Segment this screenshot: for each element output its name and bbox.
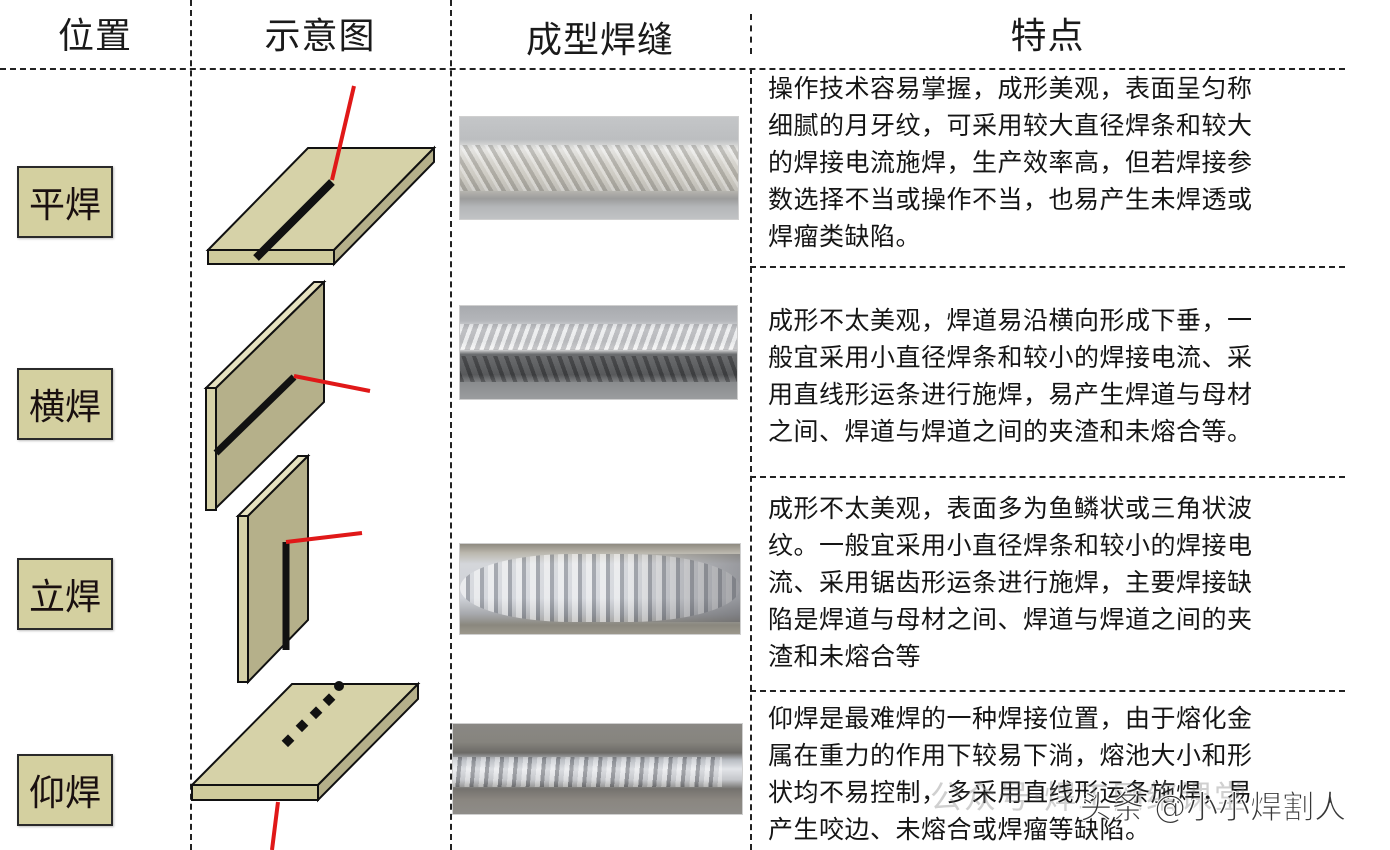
row-divider-3 xyxy=(750,690,1345,692)
desc-line: 纹。一般宜采用小直径焊条和较小的焊接电 xyxy=(768,531,1253,560)
weld-position-diagrams xyxy=(190,85,437,850)
flat-weld-diagram-icon xyxy=(205,85,437,267)
characteristics-horizontal: 成形不太美观，焊道易沿横向形成下垂，一 般宜采用小直径焊条和较小的焊接电流、采 … xyxy=(768,302,1368,450)
position-label-vertical: 立焊 xyxy=(17,558,113,630)
characteristics-overhead: 仰焊是最难焊的一种焊接位置，由于熔化金 属在重力的作用下较易下淌，熔池大小和形 … xyxy=(768,700,1368,848)
column-divider-1 xyxy=(190,0,192,850)
header-weld-bead: 成型焊缝 xyxy=(525,20,674,61)
desc-line: 仰焊是最难焊的一种焊接位置，由于熔化金 xyxy=(768,704,1253,733)
desc-line: 细腻的月牙纹，可采用较大直径焊条和较大 xyxy=(768,111,1253,140)
desc-line: 流、采用锯齿形运条进行施焊，主要焊接缺 xyxy=(768,568,1253,597)
desc-line: 产生咬边、未熔合或焊瘤等缺陷。 xyxy=(768,815,1151,844)
desc-line: 的焊接电流施焊，生产效率高，但若焊接参 xyxy=(768,148,1253,177)
desc-line: 操作技术容易掌握，成形美观，表面呈匀称 xyxy=(768,74,1253,103)
toutiao-watermark: 头条 @小小焊割人 xyxy=(1079,788,1347,827)
desc-line: 般宜采用小直径焊条和较小的焊接电流、采 xyxy=(768,343,1253,372)
desc-line: 状均不易控制，多采用直线形运条施焊，易 xyxy=(768,778,1253,807)
column-divider-3-top xyxy=(750,14,752,54)
row-divider-2 xyxy=(750,476,1345,478)
desc-line: 之间、焊道与焊道之间的夹渣和未熔合等。 xyxy=(768,417,1253,446)
position-label-flat: 平焊 xyxy=(17,166,113,238)
header-divider xyxy=(0,68,1345,70)
overhead-weld-bead-photo xyxy=(452,723,743,815)
row-divider-1 xyxy=(750,266,1345,268)
characteristics-flat: 操作技术容易掌握，成形美观，表面呈匀称 细腻的月牙纹，可采用较大直径焊条和较大 … xyxy=(768,70,1368,255)
horizontal-weld-bead-photo xyxy=(459,305,738,400)
desc-line: 成形不太美观，焊道易沿横向形成下垂，一 xyxy=(768,306,1253,335)
vertical-weld-bead-photo xyxy=(459,543,741,635)
vertical-weld-diagram-icon xyxy=(235,453,363,685)
desc-line: 焊瘤类缺陷。 xyxy=(768,222,922,251)
flat-weld-bead-photo xyxy=(459,116,739,220)
desc-line: 用直线形运条进行施焊，易产生焊道与母材 xyxy=(768,380,1253,409)
position-label-overhead: 仰焊 xyxy=(17,754,113,826)
column-divider-2 xyxy=(450,0,452,850)
desc-line: 属在重力的作用下较易下淌，熔池大小和形 xyxy=(768,741,1253,770)
desc-line: 陷是焊道与母材之间、焊道与焊道之间的夹 xyxy=(768,605,1253,634)
horizontal-weld-diagram-icon xyxy=(203,279,371,511)
column-divider-3 xyxy=(750,68,752,850)
desc-line: 数选择不当或操作不当，也易产生未焊透或 xyxy=(768,185,1253,214)
wechat-watermark: 公众号·焊工网络课堂 xyxy=(930,778,1249,816)
header-position: 位置 xyxy=(57,16,132,57)
header-characteristics: 特点 xyxy=(1010,16,1085,57)
header-diagram: 示意图 xyxy=(264,16,376,57)
overhead-weld-diagram-icon xyxy=(190,681,421,850)
characteristics-vertical: 成形不太美观，表面多为鱼鳞状或三角状波 纹。一般宜采用小直径焊条和较小的焊接电 … xyxy=(768,490,1368,675)
desc-line: 成形不太美观，表面多为鱼鳞状或三角状波 xyxy=(768,494,1253,523)
position-label-horizontal: 横焊 xyxy=(17,368,113,440)
desc-line: 渣和未熔合等 xyxy=(768,642,922,671)
